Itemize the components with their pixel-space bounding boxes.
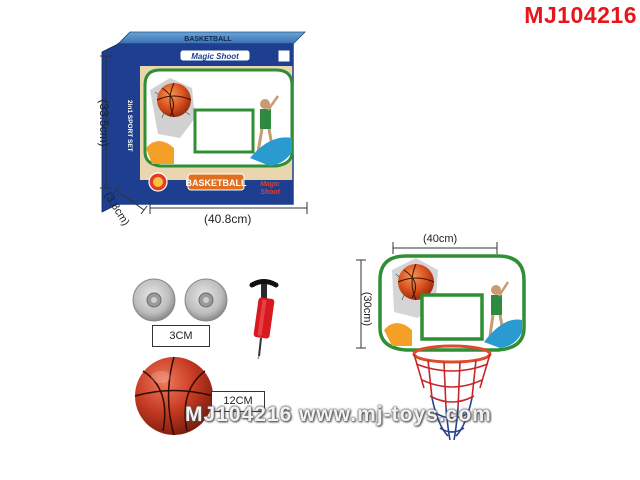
suction-cups-image	[132, 278, 228, 322]
suction-cup-size-label: 3CM	[152, 325, 210, 347]
ball-size-label: 12CM	[211, 391, 265, 412]
svg-text:BASKETBALL: BASKETBALL	[186, 178, 247, 188]
package-box-image: BASKETBALL Magic Shoot 2in1 SPORT SET BA…	[101, 31, 306, 213]
package-width-label: (40.8cm)	[204, 212, 252, 226]
package-height-label: (33.5cm)	[97, 99, 111, 147]
svg-text:2in1 SPORT SET: 2in1 SPORT SET	[126, 100, 133, 152]
svg-text:Shoot: Shoot	[260, 189, 280, 196]
svg-text:Magic: Magic	[260, 181, 280, 188]
assembled-height-label: (30cm)	[361, 291, 373, 327]
air-pump-image	[249, 279, 279, 360]
box-banner-text: Magic Shoot	[191, 52, 239, 61]
website-watermark: MJ104216 www.mj-toys.com	[185, 403, 492, 426]
svg-text:BASKETBALL: BASKETBALL	[184, 36, 232, 43]
assembled-dimension-lines	[356, 242, 498, 349]
assembled-backboard-image	[378, 254, 526, 441]
assembled-width-label: (40cm)	[423, 233, 458, 245]
model-code: MJ104216	[524, 2, 637, 28]
package-dimension-lines	[100, 55, 308, 215]
basketball-image	[134, 356, 214, 436]
